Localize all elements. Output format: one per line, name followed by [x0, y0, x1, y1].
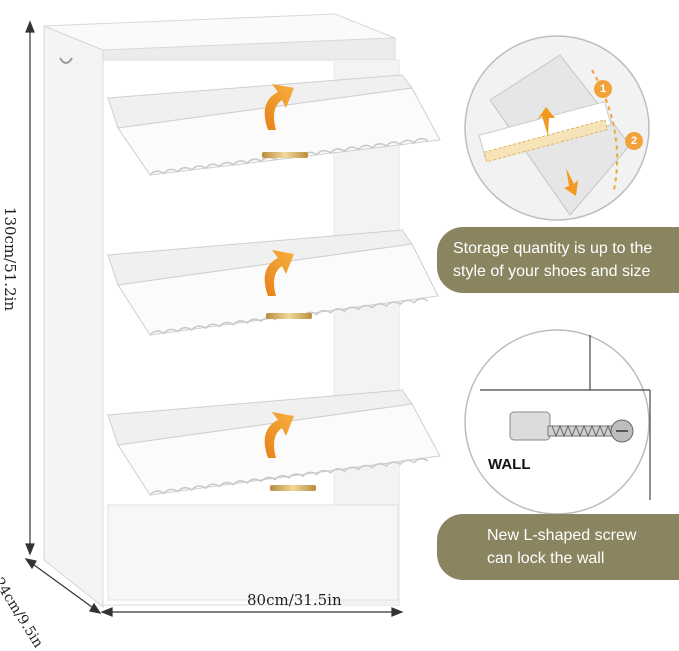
dimension-lines	[24, 20, 404, 617]
flip-arrow-icons	[264, 84, 294, 458]
drawer-middle	[107, 229, 439, 336]
cabinet	[43, 13, 441, 609]
down-arrow-icon	[564, 168, 578, 196]
storage-callout: Storage quantity is up to the style of y…	[437, 227, 679, 293]
wall-screw-detail-circle	[464, 329, 651, 515]
screw-callout-line1: New L-shaped screw	[487, 527, 637, 544]
storage-callout-line2: style of your shoes and size	[453, 263, 651, 280]
screw-callout: New L-shaped screw can lock the wall	[437, 514, 679, 580]
drawer-top	[107, 74, 441, 176]
screw-callout-line2: can lock the wall	[487, 550, 605, 567]
step-badge-2: 2	[625, 132, 643, 150]
height-dimension: 130cm/51.2in	[1, 206, 20, 312]
drawer-bottom	[107, 389, 441, 496]
wall-label: WALL	[488, 456, 531, 473]
hinge-detail-circle	[464, 35, 650, 221]
step-badge-1: 1	[594, 80, 612, 98]
width-dimension: 80cm/31.5in	[247, 591, 342, 609]
up-arrow-icon	[537, 107, 555, 136]
storage-callout-line1: Storage quantity is up to the	[453, 240, 653, 257]
